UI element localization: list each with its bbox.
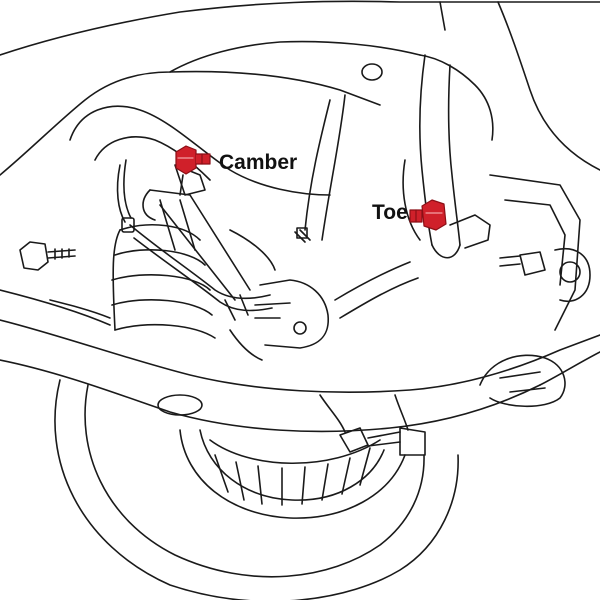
toe-label: Toe	[372, 201, 408, 224]
inner-fender	[69, 94, 346, 241]
lower-link	[319, 394, 426, 456]
wheel-hub	[179, 429, 406, 519]
knuckle	[254, 279, 329, 349]
misc-details	[49, 227, 311, 361]
subframe	[0, 289, 600, 433]
toe-link-arm	[334, 214, 491, 319]
camber-label: Camber	[219, 151, 298, 174]
toe-adjuster-bolt	[409, 199, 447, 231]
coil-spring	[111, 199, 216, 339]
left-bolt	[19, 241, 76, 271]
body-frame	[0, 0, 600, 176]
tire	[54, 379, 459, 600]
brake-line	[116, 159, 273, 321]
subframe-mount	[479, 174, 591, 408]
camber-arm	[142, 164, 251, 301]
camber-adjuster-bolt	[175, 145, 211, 175]
